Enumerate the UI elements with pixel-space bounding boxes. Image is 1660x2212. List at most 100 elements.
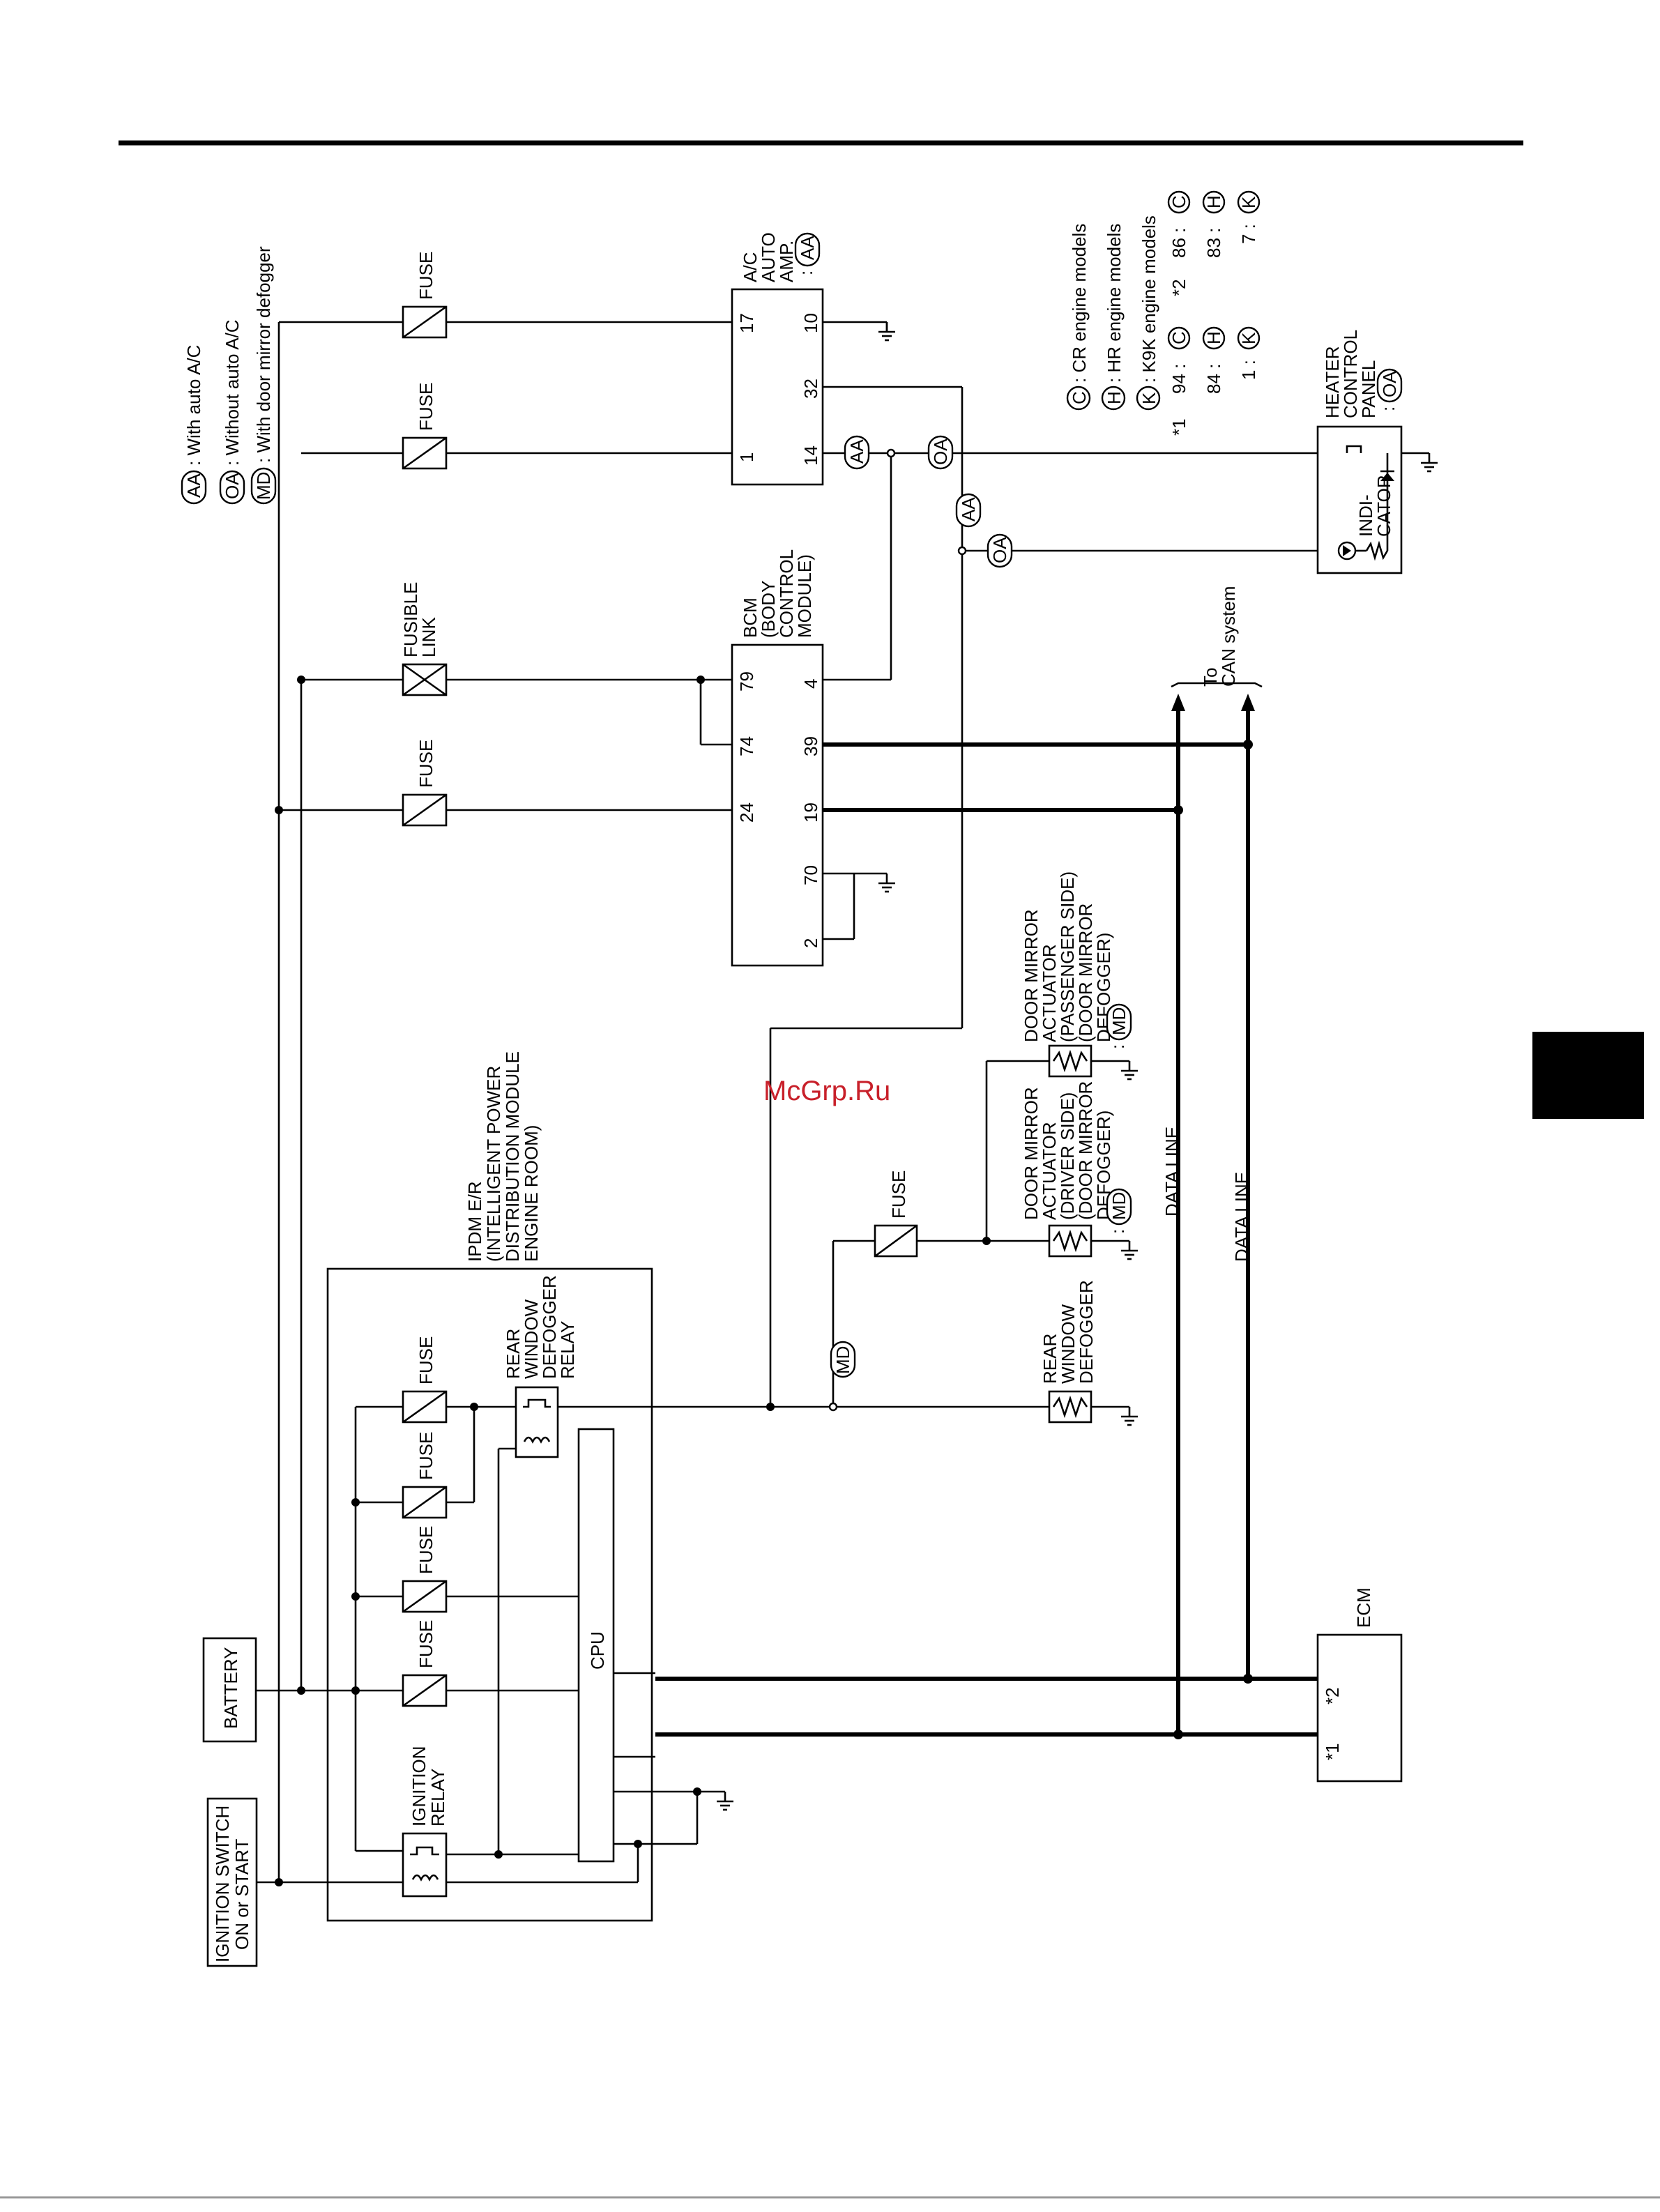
svg-text:MD: MD — [1109, 1192, 1129, 1220]
bcm-label: BCM (BODY CONTROL MODULE) — [740, 549, 815, 638]
fusible-link-symbol — [402, 663, 448, 696]
svg-text:OA: OA — [930, 438, 951, 465]
pin-row1-ac: C — [1168, 331, 1189, 344]
svg-text:IPDM E/R: IPDM E/R — [464, 1181, 485, 1262]
pin-row3-ac: K — [1238, 332, 1259, 344]
defogger-relay-label: REAR WINDOW DEFOGGER RELAY — [503, 1275, 578, 1379]
svg-text:FUSE: FUSE — [416, 740, 436, 788]
svg-text:2: 2 — [800, 938, 821, 948]
svg-text:A/C: A/C — [740, 252, 761, 282]
svg-text:FUSIBLE: FUSIBLE — [400, 582, 421, 657]
svg-text:MD: MD — [832, 1346, 853, 1374]
cpu-box — [577, 1428, 615, 1863]
svg-text:FUSE: FUSE — [416, 252, 436, 300]
engine-legend: C : CR engine models H : HR engine model… — [1066, 215, 1161, 411]
svg-text::: : — [795, 270, 816, 275]
svg-text:CONTROL: CONTROL — [1340, 330, 1361, 418]
pin-row1-a: 94 : — [1168, 364, 1189, 394]
svg-text:32: 32 — [800, 379, 821, 399]
ac-amp-aa: : AA — [794, 232, 821, 275]
wire-connector-codes: AA OA AA OA MD — [830, 435, 1013, 1378]
svg-text:(BODY: (BODY — [758, 581, 779, 638]
svg-text:IGNITION SWITCH: IGNITION SWITCH — [212, 1806, 233, 1962]
heater-panel-label: HEATER CONTROL PANEL — [1322, 330, 1379, 418]
svg-text:RELAY: RELAY — [427, 1769, 448, 1826]
legend-text-oa: : Without auto A/C — [222, 319, 243, 466]
data-line-label-2: DATA LINE — [1231, 1172, 1252, 1262]
ac-pins: 1 17 14 32 10 — [736, 313, 821, 466]
svg-text:CPU: CPU — [587, 1631, 608, 1670]
pin-row2-a: 84 : — [1203, 364, 1224, 394]
indicator-label: INDI- CATOR — [1355, 475, 1394, 537]
mirror-driver-md: : MD — [1106, 1188, 1132, 1234]
svg-text:70: 70 — [800, 865, 821, 885]
svg-text:BATTERY: BATTERY — [220, 1647, 241, 1729]
mirror-passenger-md: : MD — [1106, 1003, 1132, 1049]
engine-code-h: H — [1104, 391, 1125, 404]
pin-row3-a: 1 : — [1238, 360, 1259, 380]
page-tab — [1532, 1032, 1644, 1119]
indicator-lamp-icon — [1337, 445, 1394, 561]
svg-text:AA: AA — [958, 497, 979, 521]
ignition-switch-box — [206, 1797, 258, 1967]
fuses — [402, 305, 918, 1707]
engine-text-h: : HR engine models — [1104, 224, 1125, 383]
pin-table: *1 94 : C *2 86 : C 84 : H 83 : H 1 : K … — [1167, 190, 1261, 436]
svg-text:ACTUATOR: ACTUATOR — [1039, 944, 1060, 1042]
ecm-box — [1316, 1633, 1403, 1783]
svg-text:PANEL: PANEL — [1358, 360, 1379, 418]
ac-amp-label: A/C AUTO AMP. — [740, 232, 797, 282]
mirror-passenger-label: DOOR MIRROR ACTUATOR (PASSENGER SIDE) (D… — [1021, 871, 1114, 1042]
ecm-label: ECM — [1353, 1587, 1374, 1628]
svg-text:ON or START: ON or START — [231, 1838, 252, 1950]
mirror-driver-label: DOOR MIRROR ACTUATOR (DRIVER SIDE) (DOOR… — [1021, 1081, 1114, 1220]
pin-row2-b: 83 : — [1203, 228, 1224, 258]
svg-text:MD: MD — [1109, 1007, 1129, 1035]
svg-text:BCM: BCM — [740, 597, 761, 638]
ecm-pins: *1 *2 — [1322, 1687, 1343, 1760]
svg-text:REAR: REAR — [503, 1329, 524, 1379]
battery-box — [202, 1637, 257, 1743]
engine-text-c: : CR engine models — [1069, 224, 1090, 383]
engine-code-c: C — [1069, 391, 1090, 404]
defogger-relay-symbol — [515, 1386, 559, 1458]
engine-code-k: K — [1139, 392, 1159, 404]
svg-text:OA: OA — [989, 537, 1010, 563]
svg-text:AUTO: AUTO — [758, 232, 779, 282]
pin-row3-b: 7 : — [1238, 224, 1259, 244]
svg-text:AA: AA — [797, 236, 818, 260]
svg-text:AMP.: AMP. — [776, 241, 797, 282]
svg-text:DOOR MIRROR: DOOR MIRROR — [1021, 909, 1042, 1042]
svg-text:19: 19 — [800, 802, 821, 823]
engine-text-k: : K9K engine models — [1139, 215, 1159, 383]
svg-text:LINK: LINK — [418, 617, 439, 657]
svg-text:IGNITION: IGNITION — [409, 1746, 429, 1826]
svg-text::: : — [1378, 406, 1399, 411]
pin-row2-ac: H — [1203, 331, 1224, 344]
ipdm-label: IPDM E/R (INTELLIGENT POWER DISTRIBUTION… — [464, 1051, 542, 1262]
legend-text-aa: : With auto A/C — [183, 345, 204, 466]
legend-code-md: MD — [253, 472, 274, 500]
svg-text:(DRIVER SIDE): (DRIVER SIDE) — [1057, 1092, 1078, 1220]
svg-text:*2: *2 — [1322, 1687, 1343, 1704]
svg-text:17: 17 — [736, 313, 757, 333]
svg-text::: : — [1107, 1229, 1128, 1234]
svg-text:DISTRIBUTION MODULE: DISTRIBUTION MODULE — [502, 1051, 523, 1262]
svg-text:FUSE: FUSE — [416, 1620, 436, 1668]
ignition-relay-label: IGNITION RELAY — [409, 1746, 448, 1826]
svg-text:79: 79 — [736, 671, 757, 692]
legend-code-oa: OA — [222, 473, 243, 499]
junction-dots — [275, 448, 1388, 1886]
svg-text:WINDOW: WINDOW — [1058, 1304, 1079, 1384]
wires — [230, 321, 1431, 1884]
svg-text:HEATER: HEATER — [1322, 346, 1343, 418]
rear-defogger-label: REAR WINDOW DEFOGGER — [1040, 1280, 1097, 1384]
heater-elements — [1048, 1044, 1092, 1424]
svg-text:39: 39 — [800, 736, 821, 756]
svg-text:ECM: ECM — [1353, 1587, 1374, 1628]
svg-text:(DOOR MIRROR: (DOOR MIRROR — [1075, 1081, 1096, 1220]
pin-row2-bc: H — [1203, 195, 1224, 208]
svg-text:FUSE: FUSE — [416, 383, 436, 431]
